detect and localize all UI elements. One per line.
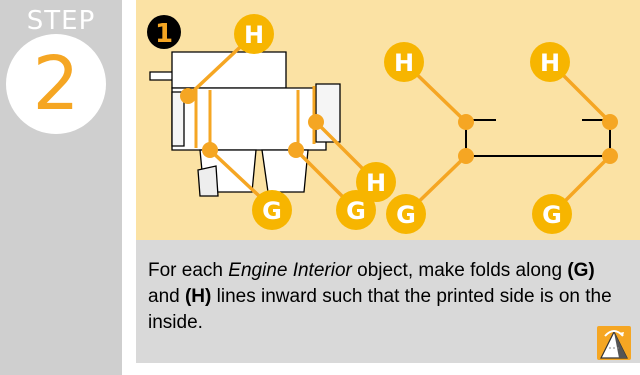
instruction-text: For each Engine Interior object, make fo… [148, 258, 628, 336]
dot-g1 [202, 142, 218, 158]
instruction-part1: For each [148, 260, 229, 281]
marker-g4 [532, 194, 572, 234]
marker-h1 [234, 14, 274, 54]
marker-h4-text: H [540, 49, 560, 77]
fold-inward-icon [597, 326, 631, 360]
instruction-part2: object, make folds along [351, 260, 568, 281]
instruction-g-ref: (G) [567, 260, 595, 281]
marker-h3-text: H [394, 49, 414, 77]
engine-interior-part [149, 51, 341, 197]
dot-g3 [458, 148, 474, 164]
part-left-tab [171, 91, 185, 147]
step-circle [6, 34, 106, 134]
marker-g3 [386, 194, 426, 234]
dot-h4 [602, 114, 618, 130]
instruction-object-name: Engine Interior [228, 260, 352, 281]
marker-h2 [356, 162, 396, 202]
sub-step-number: 1 [155, 19, 173, 49]
part-foot-left [197, 165, 219, 197]
dot-h3 [458, 114, 474, 130]
instruction-h-ref: (H) [184, 286, 212, 307]
marker-g3-text: G [396, 201, 416, 229]
marker-g1 [252, 190, 292, 230]
marker-h3 [384, 42, 424, 82]
marker-h1-text: H [244, 21, 264, 49]
dot-h1 [180, 88, 196, 104]
marker-h4 [530, 42, 570, 82]
instruction-part4: lines inward such that the printed side … [148, 286, 612, 333]
flat-net [465, 119, 611, 160]
step-number: 2 [32, 41, 80, 127]
fold-illustration: 1 H G G H H G H G [136, 0, 640, 240]
illustration-svg: 1 H G G H H G H G [147, 14, 618, 234]
joint-dots [180, 88, 618, 164]
marker-g2 [336, 190, 376, 230]
dot-h2 [308, 114, 324, 130]
marker-h2-text: H [366, 169, 386, 197]
step-label: STEP [26, 6, 96, 36]
marker-g1-text: G [262, 197, 282, 225]
marker-g2-text: G [346, 197, 366, 225]
dot-g2 [288, 142, 304, 158]
label-markers: H G G H H G H G [234, 14, 572, 234]
marker-g4-text: G [542, 201, 562, 229]
dot-g4 [602, 148, 618, 164]
sub-step-badge: 1 [147, 15, 181, 49]
instruction-part3: and [148, 286, 185, 307]
